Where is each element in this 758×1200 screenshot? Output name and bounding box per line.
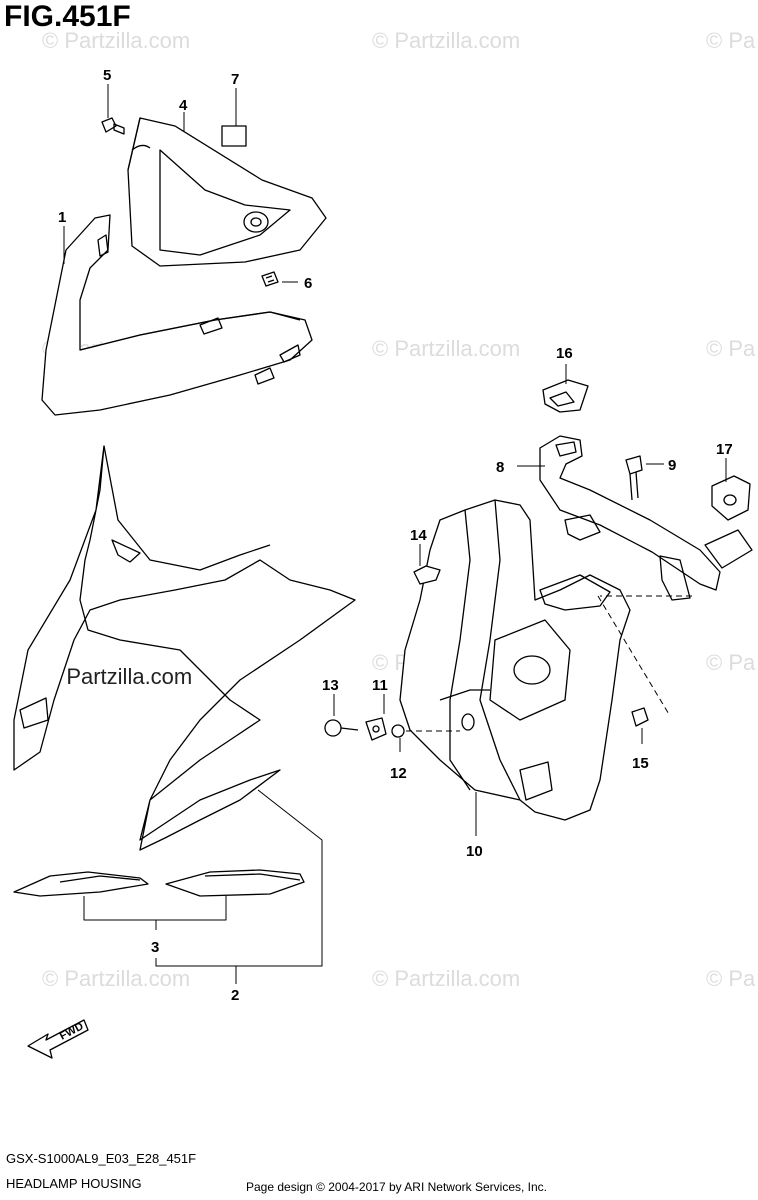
fwd-arrow-icon: FWD xyxy=(27,1019,89,1059)
callout-7: 7 xyxy=(231,71,239,88)
callout-13: 13 xyxy=(322,677,339,694)
callout-4: 4 xyxy=(179,97,188,114)
figure-title: FIG.451F xyxy=(4,0,131,33)
callout-14: 14 xyxy=(410,527,427,544)
part-15-bolt xyxy=(631,707,649,727)
callout-11: 11 xyxy=(372,677,388,694)
watermark: © Partzilla.com xyxy=(372,28,521,53)
callout-labels: 5 4 7 1 6 16 8 9 17 14 13 11 12 15 10 3 … xyxy=(58,67,733,1004)
watermark: © Pa xyxy=(706,336,756,361)
model-code: GSX-S1000AL9_E03_E28_451F xyxy=(6,1151,197,1166)
watermark: © Partzilla.com xyxy=(372,966,521,991)
callout-10: 10 xyxy=(466,843,483,860)
callout-12: 12 xyxy=(390,765,407,782)
watermark: © Pa xyxy=(706,966,756,991)
leader-lines xyxy=(63,84,727,984)
watermark: © Partzilla.com xyxy=(372,336,521,361)
callout-1: 1 xyxy=(58,209,66,226)
watermark: © Pa xyxy=(706,650,756,675)
callout-5: 5 xyxy=(103,67,111,84)
callout-15: 15 xyxy=(632,755,649,772)
part-8-bracket xyxy=(539,435,753,601)
part-4-cover xyxy=(127,117,327,267)
part-16-bracket xyxy=(542,379,589,413)
callout-2: 2 xyxy=(231,987,239,1004)
watermark: © Partzilla.com xyxy=(44,664,193,689)
part-2-side-panel xyxy=(13,445,356,851)
watermark: © Partzilla.com xyxy=(42,966,191,991)
part-6-clip xyxy=(261,271,279,287)
callout-9: 9 xyxy=(668,457,676,474)
section-name: HEADLAMP HOUSING xyxy=(6,1176,142,1191)
part-7-label xyxy=(221,125,247,147)
part-12-grommet xyxy=(391,724,405,738)
part-14-nut xyxy=(413,565,441,585)
part-9-pin xyxy=(625,455,643,501)
callout-6: 6 xyxy=(304,275,312,292)
part-5-screw xyxy=(101,117,125,135)
part-10-housing xyxy=(399,499,631,821)
callout-16: 16 xyxy=(556,345,573,362)
callout-8: 8 xyxy=(496,459,504,476)
part-1-cowl xyxy=(41,214,313,416)
part-3-inserts xyxy=(13,869,305,897)
watermark: © Partzilla.com xyxy=(42,28,191,53)
callout-3: 3 xyxy=(151,939,159,956)
part-17-bracket xyxy=(711,475,751,521)
part-11-nut xyxy=(365,717,387,741)
callout-17: 17 xyxy=(716,441,733,458)
page-credit: Page design © 2004-2017 by ARI Network S… xyxy=(246,1180,548,1194)
part-13-screw xyxy=(324,719,359,737)
watermark: © Pa xyxy=(706,28,756,53)
